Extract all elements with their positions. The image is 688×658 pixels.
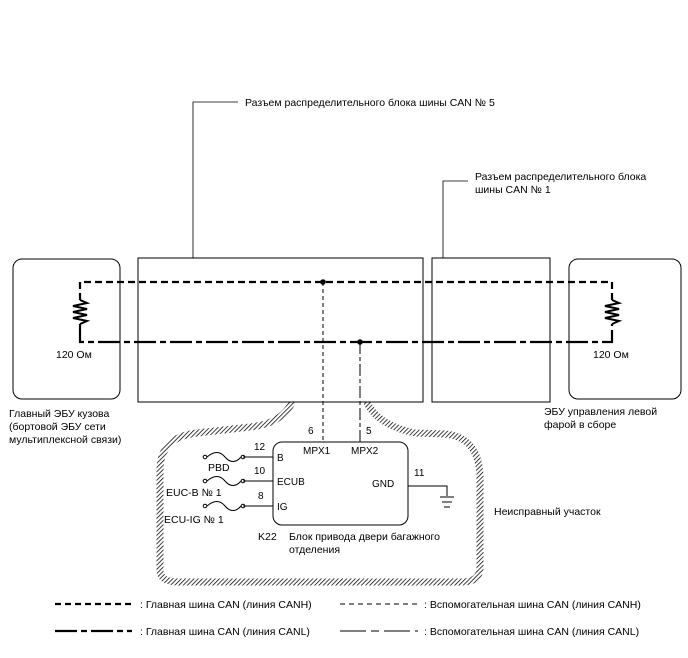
pin-5-number: 5 — [366, 426, 372, 437]
fuse-pbd-label: PBD — [208, 462, 230, 474]
door-ecu-name-line1: Блок привода двери багажного — [289, 531, 440, 543]
legend-main-canh-text: : Главная шина CAN (линия CANH) — [140, 599, 312, 611]
faulty-section-label: Неисправный участок — [494, 506, 601, 518]
fuse-eucb-symbol — [202, 476, 246, 486]
pin-6-number: 6 — [308, 426, 314, 437]
gnd-wire — [408, 485, 448, 496]
pin-10-number: 10 — [254, 466, 266, 477]
pin-mpx1-label: MPX1 — [303, 446, 331, 457]
legend-sub-canh-text: : Вспомогательная шина CAN (линия CANH) — [424, 599, 641, 611]
main-body-ecu-label-line3: мультиплексной связи) — [9, 434, 121, 446]
main-body-ecu-label-line2: (бортовой ЭБУ сети — [9, 421, 106, 433]
jb1-leader-line — [442, 180, 468, 258]
jb1-label-line2: шины CAN № 1 — [475, 184, 551, 196]
fuse-ecuig-symbol — [202, 501, 246, 511]
door-ecu-box — [272, 441, 409, 526]
pin-11-number: 11 — [414, 468, 425, 479]
door-ecu-code: K22 — [258, 531, 277, 543]
jb5-label: Разъем распределительного блока шины CAN… — [245, 97, 495, 109]
headlamp-ecu-label-line1: ЭБУ управления левой — [544, 406, 657, 418]
right-resistor-value: 120 Ом — [593, 349, 629, 361]
pin-mpx2-label: MPX2 — [351, 446, 379, 457]
legend-main-canl-text: : Главная шина CAN (линия CANL) — [140, 626, 310, 638]
headlamp-ecu-label-line2: фарой в сборе — [544, 419, 616, 431]
headlamp-ecu-box — [568, 258, 682, 400]
pin-ecub-label: ECUB — [277, 477, 305, 488]
jb5-leader-line — [192, 101, 238, 258]
left-termination-resistor — [72, 299, 91, 325]
pin-gnd-label: GND — [372, 479, 394, 490]
right-termination-resistor — [604, 299, 623, 325]
left-resistor-value: 120 Ом — [56, 349, 92, 361]
junction-block-1-box — [431, 257, 551, 403]
pin-ig-label: IG — [277, 502, 288, 513]
legend-sub-canl-text: : Вспомогательная шина CAN (линия CANL) — [424, 626, 639, 638]
junction-block-5-box — [137, 257, 424, 403]
ground-icon — [440, 496, 454, 508]
pin-8-number: 8 — [258, 491, 264, 502]
main-body-ecu-label-line1: Главный ЭБУ кузова — [9, 408, 110, 420]
jb1-label-line1: Разъем распределительного блока — [475, 171, 646, 183]
pin-b-label: B — [277, 453, 284, 464]
main-body-ecu-box — [12, 258, 121, 400]
fuse-pbd-symbol — [202, 452, 246, 462]
fuse-ecuig-label: ECU-IG № 1 — [164, 514, 224, 526]
door-ecu-name-line2: отделения — [289, 544, 340, 556]
main-bus-canl-line — [78, 324, 614, 344]
pin-12-number: 12 — [254, 442, 266, 453]
fuse-eucb-label: EUC-B № 1 — [166, 487, 222, 499]
